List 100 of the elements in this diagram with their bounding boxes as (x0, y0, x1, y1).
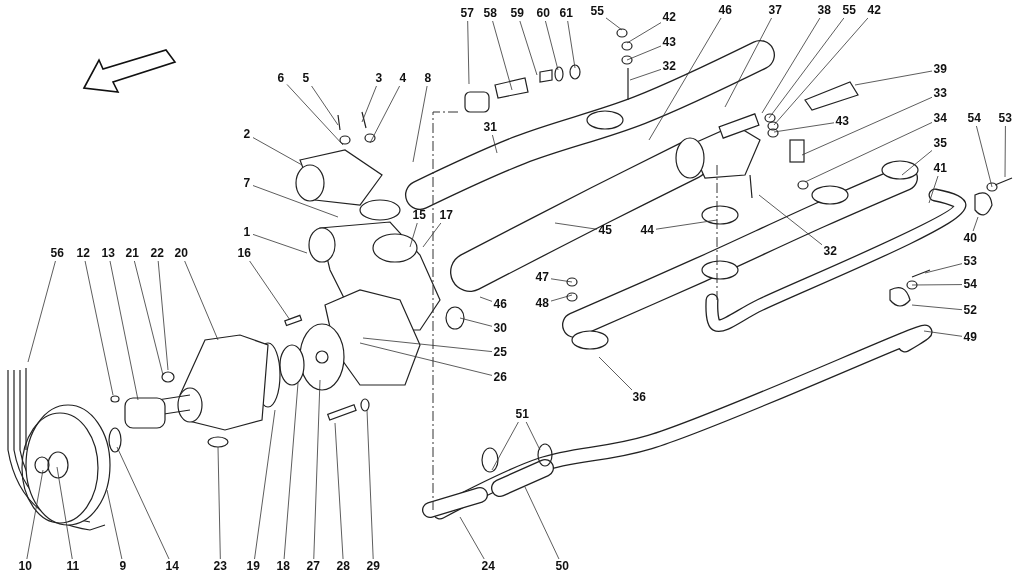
callout-number: 46 (717, 4, 733, 17)
leader-line (249, 260, 291, 321)
callout-number: 54 (966, 112, 982, 125)
leader-line (254, 409, 276, 560)
callout-number: 2 (242, 128, 252, 141)
callout-number: 37 (767, 4, 783, 17)
leader-line (286, 84, 344, 146)
callout-number: 48 (534, 297, 550, 310)
leader-line (252, 137, 303, 166)
leader-line (252, 234, 308, 254)
leader-line (911, 304, 963, 311)
callout-number: 29 (365, 560, 381, 573)
leader-line (459, 317, 493, 327)
callout-number: 58 (482, 7, 498, 20)
callout-number: 49 (962, 331, 978, 344)
callout-number: 36 (631, 391, 647, 404)
callout-number: 59 (509, 7, 525, 20)
leader-line (422, 222, 442, 248)
leader-line (923, 330, 963, 337)
leader-line (655, 219, 718, 230)
leader-line (361, 85, 377, 123)
callout-number: 30 (492, 322, 508, 335)
leader-line (545, 20, 559, 71)
leader-line (492, 134, 498, 154)
leader-line (366, 409, 374, 560)
callout-number: 44 (639, 224, 655, 237)
leader-line (157, 260, 169, 371)
callout-number: 54 (962, 278, 978, 291)
callout-number: 8 (423, 72, 433, 85)
callout-number: 34 (932, 112, 948, 125)
leader-line (773, 17, 869, 126)
callout-number: 50 (554, 560, 570, 573)
leader-line (467, 20, 470, 85)
callout-number: 42 (661, 11, 677, 24)
callout-number: 21 (124, 247, 140, 260)
leader-line (550, 294, 573, 302)
leader-line (524, 486, 560, 560)
leader-line (801, 96, 933, 156)
callout-number: 5 (301, 72, 311, 85)
callout-number: 17 (438, 209, 454, 222)
leader-line (924, 263, 963, 274)
callout-number: 12 (75, 247, 91, 260)
callout-number: 47 (534, 271, 550, 284)
callout-number: 40 (962, 232, 978, 245)
callout-number: 18 (275, 560, 291, 573)
callout-number: 26 (492, 371, 508, 384)
callout-number: 55 (589, 5, 605, 18)
callout-number: 6 (276, 72, 286, 85)
leader-line (217, 446, 221, 560)
callout-number: 22 (149, 247, 165, 260)
leader-line (409, 222, 418, 248)
leader-line (313, 379, 321, 560)
callout-number: 42 (866, 4, 882, 17)
leader-line (134, 260, 164, 376)
callout-number: 45 (597, 224, 613, 237)
callout-number: 31 (482, 121, 498, 134)
callout-number: 20 (173, 247, 189, 260)
leader-line (359, 342, 493, 376)
leader-line (459, 516, 485, 560)
callout-number: 1 (242, 226, 252, 239)
leader-line (976, 125, 993, 188)
leader-line (804, 122, 933, 183)
leader-line (116, 446, 170, 560)
leader-line (598, 356, 633, 391)
callout-number: 27 (305, 560, 321, 573)
leader-line (479, 296, 493, 302)
leader-line (550, 278, 573, 283)
leader-line (491, 421, 519, 471)
callout-number: 43 (834, 115, 850, 128)
leader-line (761, 17, 821, 114)
callout-number: 46 (492, 298, 508, 311)
callout-number: 60 (535, 7, 551, 20)
leader-line (626, 45, 662, 61)
callout-number: 19 (245, 560, 261, 573)
callout-number: 33 (932, 87, 948, 100)
leader-line (311, 85, 339, 126)
leader-line (758, 194, 823, 246)
callout-number: 53 (997, 112, 1013, 125)
leader-line (519, 20, 538, 76)
leader-line (626, 22, 662, 44)
leader-line (554, 222, 598, 230)
callout-number: 35 (932, 137, 948, 150)
callout-number: 38 (816, 4, 832, 17)
callout-number: 55 (841, 4, 857, 17)
callout-number: 25 (492, 346, 508, 359)
leader-line (854, 70, 933, 86)
callout-number: 23 (212, 560, 228, 573)
leader-line (525, 421, 541, 451)
callout-number: 61 (558, 7, 574, 20)
callout-number: 57 (459, 7, 475, 20)
leader-line (773, 122, 835, 133)
callout-number: 4 (398, 72, 408, 85)
callout-number: 13 (100, 247, 116, 260)
leader-line (911, 284, 963, 286)
callout-number: 39 (932, 63, 948, 76)
leader-line (768, 17, 845, 119)
leader-line (26, 469, 44, 560)
leader-line (724, 17, 772, 108)
callout-number: 10 (17, 560, 33, 573)
leader-line (567, 20, 576, 69)
